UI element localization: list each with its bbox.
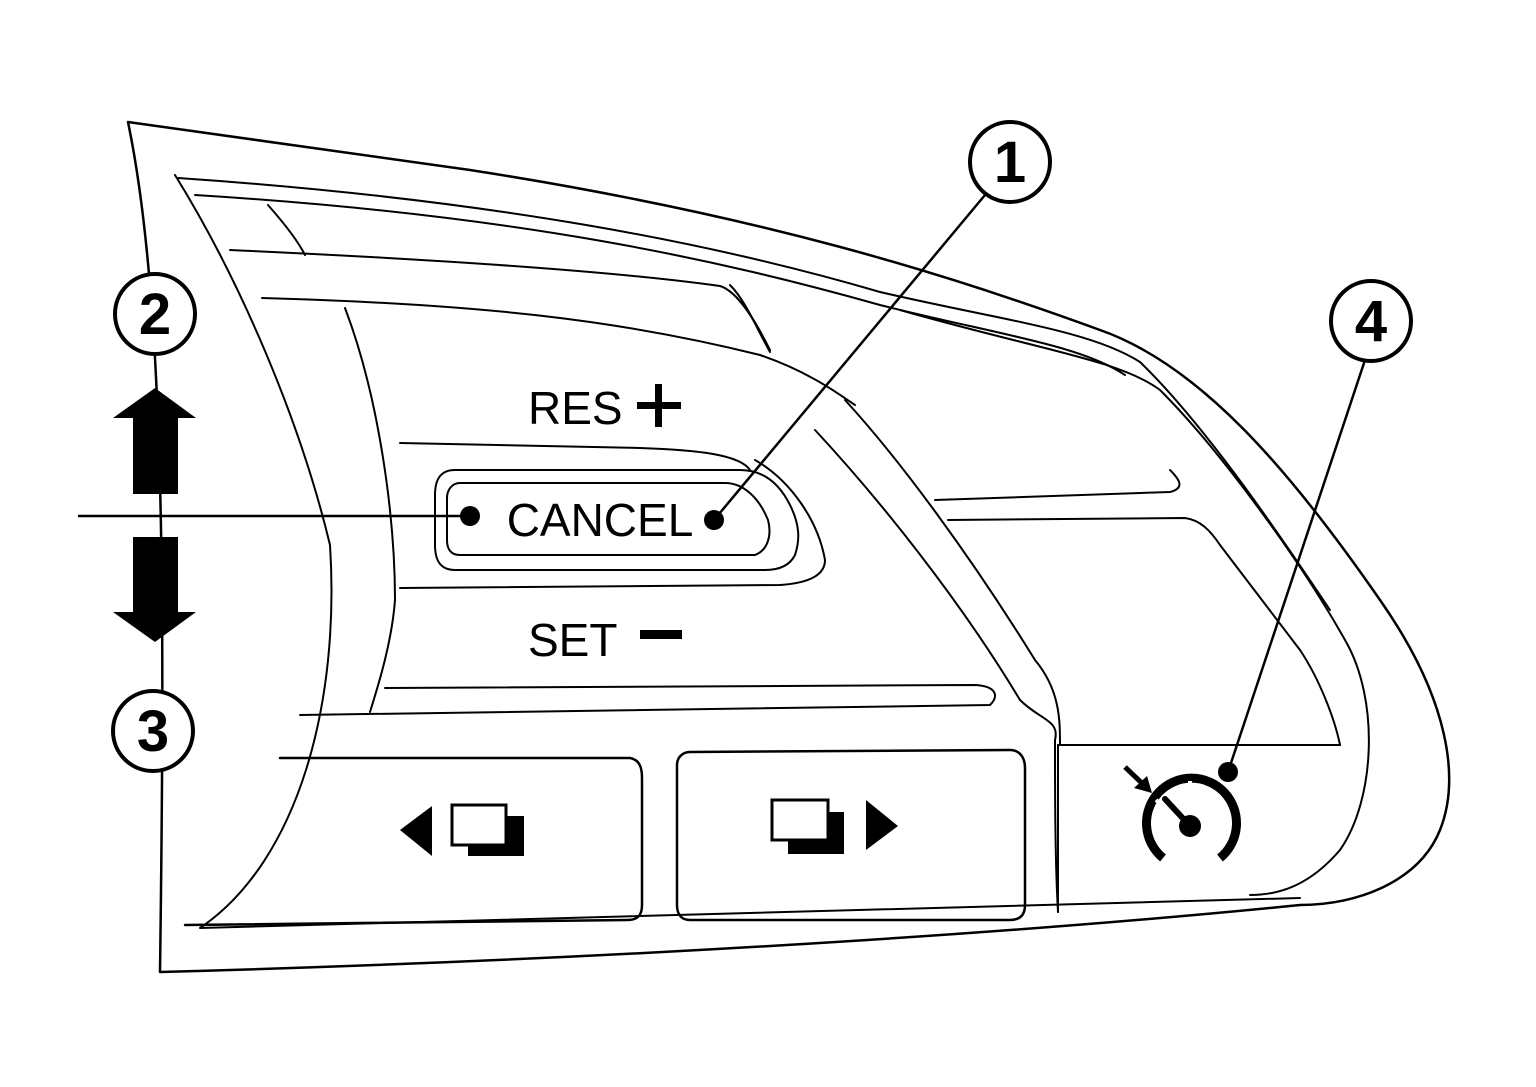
res-label: RES: [528, 382, 623, 434]
callout-4: 4: [1329, 279, 1413, 363]
display-next-button[interactable]: [675, 748, 1027, 922]
cruise-control-icon: [1123, 765, 1241, 862]
minus-icon: [640, 630, 682, 639]
svg-text:1: 1: [994, 130, 1026, 195]
svg-text:4: 4: [1355, 289, 1387, 354]
display-prev-icon: [400, 803, 524, 856]
callout-2: 2: [113, 272, 197, 356]
svg-text:3: 3: [137, 699, 169, 764]
set-minus-label-group: SET: [528, 614, 682, 666]
leader-lines: [78, 194, 1367, 782]
callout-3: 3: [111, 689, 195, 773]
cancel-button[interactable]: CANCEL: [434, 469, 800, 571]
switch-housing: [126, 120, 1451, 974]
callout-1: 1: [968, 120, 1052, 204]
svg-text:2: 2: [139, 282, 171, 347]
res-plus-label-group: RES: [528, 382, 681, 434]
cancel-label: CANCEL: [507, 494, 694, 546]
set-label: SET: [528, 614, 617, 666]
cruise-main-switch[interactable]: [1123, 765, 1241, 862]
plus-icon: [637, 384, 681, 427]
display-prev-button[interactable]: [183, 756, 644, 927]
arrow-up-icon: [113, 388, 196, 494]
arrow-down-icon: [113, 537, 196, 642]
cruise-toggle-switch[interactable]: [299, 307, 1061, 913]
display-next-icon: [770, 798, 898, 854]
